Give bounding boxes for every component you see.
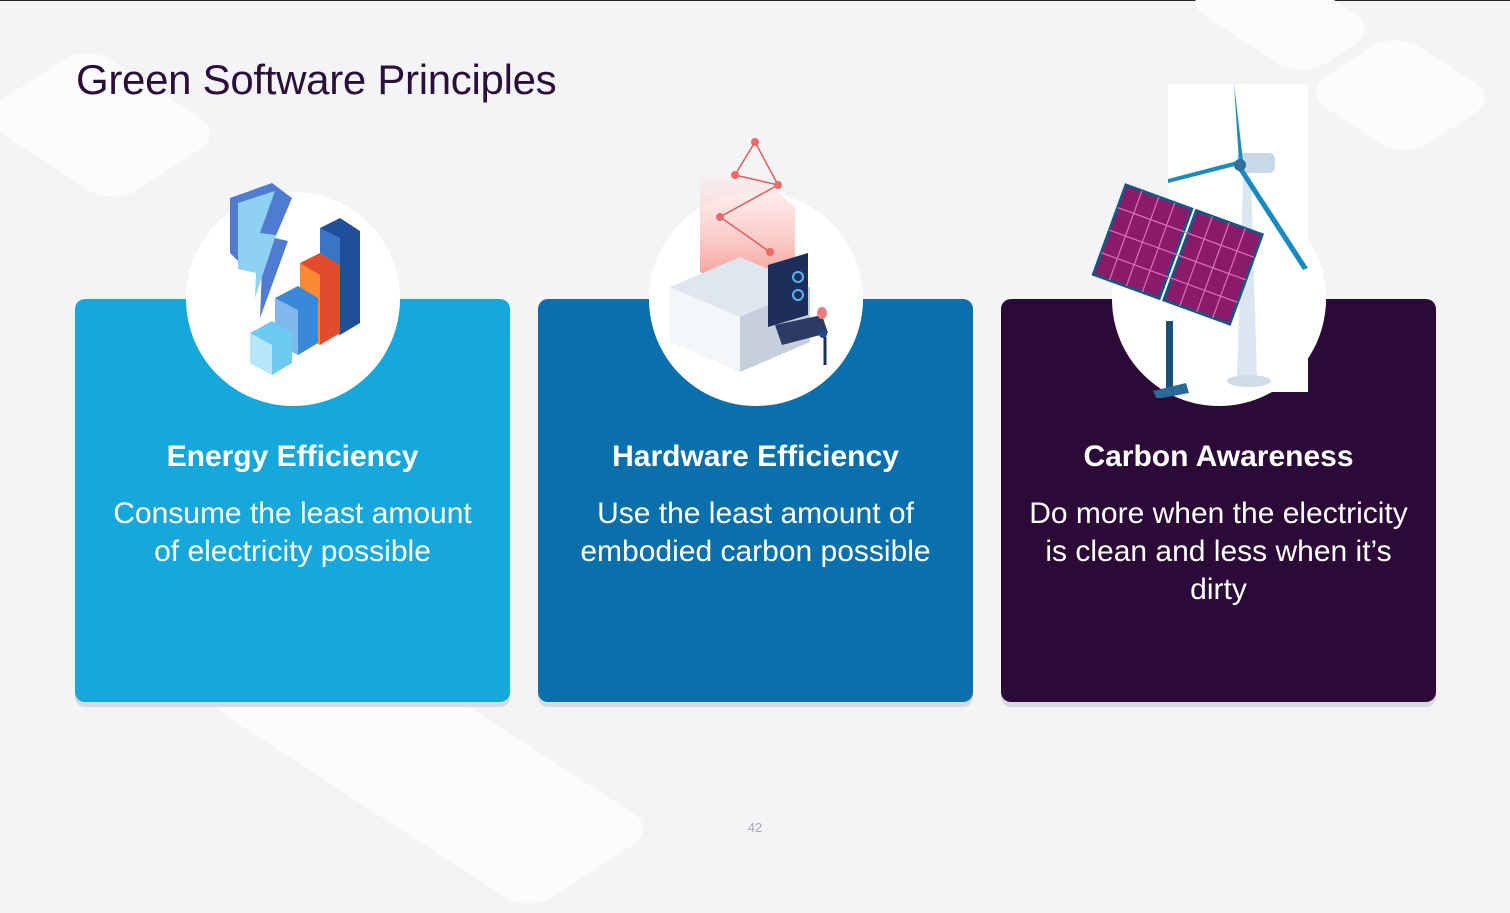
carbon-awareness-card: Carbon Awareness Do more when the electr… (1001, 83, 1436, 702)
page-title: Green Software Principles (76, 56, 557, 103)
card-title: Energy Efficiency (166, 440, 419, 473)
card-title: Carbon Awareness (1083, 440, 1354, 473)
page-number: 42 (747, 820, 763, 835)
wind-solar-icon (1091, 83, 1308, 398)
hardware-server-icon (670, 138, 828, 372)
hardware-efficiency-card: Hardware Efficiency Use the least amount… (538, 138, 973, 702)
card-description: Use the least amount of embodied carbon … (580, 497, 931, 568)
top-border-line (0, 0, 1510, 1)
energy-efficiency-card: Energy Efficiency Consume the least amou… (75, 183, 510, 702)
card-content: Energy Efficiency Consume the least amou… (75, 437, 510, 702)
card-description: Do more when the electricity is clean an… (1029, 497, 1408, 606)
card-content: Carbon Awareness Do more when the electr… (1001, 437, 1436, 702)
card-title: Hardware Efficiency (612, 440, 899, 473)
energy-bolt-bar-chart-icon (230, 183, 360, 375)
card-content: Hardware Efficiency Use the least amount… (538, 437, 973, 702)
card-description: Consume the least amount of electricity … (113, 497, 472, 568)
